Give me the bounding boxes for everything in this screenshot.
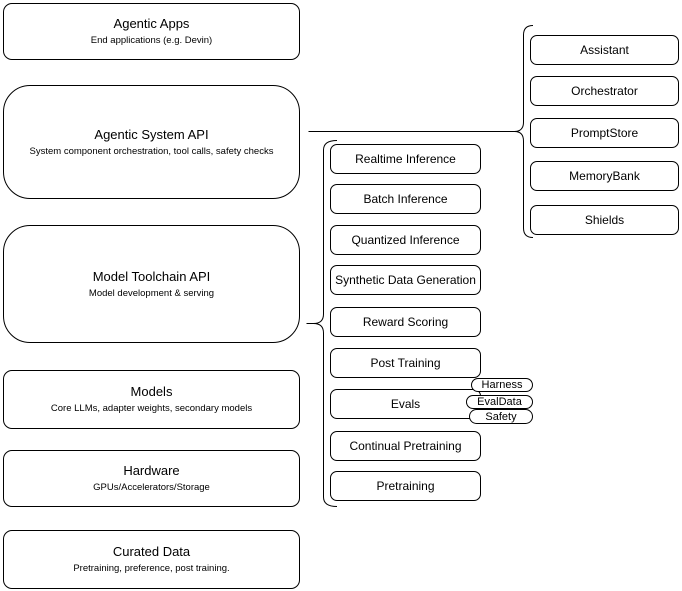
node-reward-scoring: Reward Scoring — [330, 307, 481, 337]
node-subtitle: GPUs/Accelerators/Storage — [93, 482, 210, 493]
node-label: Post Training — [370, 356, 441, 370]
node-title: Curated Data — [112, 544, 191, 559]
node-label: Assistant — [580, 43, 629, 57]
node-label: Quantized Inference — [351, 233, 460, 247]
node-assistant: Assistant — [530, 35, 679, 65]
node-quantized-inference: Quantized Inference — [330, 225, 481, 255]
node-title: Hardware — [123, 463, 180, 478]
node-label: Pretraining — [376, 479, 435, 493]
node-label: Batch Inference — [363, 192, 448, 206]
node-label: EvalData — [477, 396, 522, 408]
node-hardware: Hardware GPUs/Accelerators/Storage — [3, 450, 300, 507]
node-label: Reward Scoring — [362, 315, 449, 329]
node-promptstore: PromptStore — [530, 118, 679, 148]
node-realtime-inference: Realtime Inference — [330, 144, 481, 174]
node-subtitle: Pretraining, preference, post training. — [73, 563, 230, 574]
node-label: Realtime Inference — [355, 152, 456, 166]
node-subtitle: System component orchestration, tool cal… — [29, 145, 274, 157]
node-subtitle: End applications (e.g. Devin) — [90, 35, 213, 46]
node-curated-data: Curated Data Pretraining, preference, po… — [3, 530, 300, 589]
node-memorybank: MemoryBank — [530, 161, 679, 191]
node-agentic-system-api: Agentic System API System component orch… — [3, 85, 300, 199]
node-safety: Safety — [469, 409, 533, 424]
node-title: Agentic System API — [94, 126, 209, 142]
node-agentic-apps: Agentic Apps End applications (e.g. Devi… — [3, 3, 300, 60]
node-subtitle: Model development & serving — [88, 287, 215, 299]
node-evaldata: EvalData — [466, 395, 533, 409]
node-label: Shields — [584, 213, 625, 227]
node-pretraining: Pretraining — [330, 471, 481, 501]
node-title: Models — [130, 384, 173, 399]
node-label: Harness — [481, 379, 523, 391]
node-title: Model Toolchain API — [92, 268, 211, 284]
node-label: MemoryBank — [569, 169, 640, 183]
node-synthetic-data-generation: Synthetic Data Generation — [330, 265, 481, 295]
node-title: Agentic Apps — [113, 16, 190, 31]
node-label: Continual Pretraining — [349, 439, 462, 453]
node-subtitle: Core LLMs, adapter weights, secondary mo… — [50, 403, 253, 414]
node-harness: Harness — [471, 378, 533, 392]
node-label: Orchestrator — [571, 84, 638, 98]
node-continual-pretraining: Continual Pretraining — [330, 431, 481, 461]
node-label: Safety — [485, 410, 517, 423]
node-label: PromptStore — [570, 126, 639, 140]
node-model-toolchain-api: Model Toolchain API Model development & … — [3, 225, 300, 343]
node-label: Synthetic Data Generation — [335, 273, 476, 287]
node-shields: Shields — [530, 205, 679, 235]
node-evals: Evals — [330, 389, 481, 419]
node-batch-inference: Batch Inference — [330, 184, 481, 214]
node-post-training: Post Training — [330, 348, 481, 378]
node-models: Models Core LLMs, adapter weights, secon… — [3, 370, 300, 429]
node-orchestrator: Orchestrator — [530, 76, 679, 106]
node-label: Evals — [390, 397, 421, 411]
